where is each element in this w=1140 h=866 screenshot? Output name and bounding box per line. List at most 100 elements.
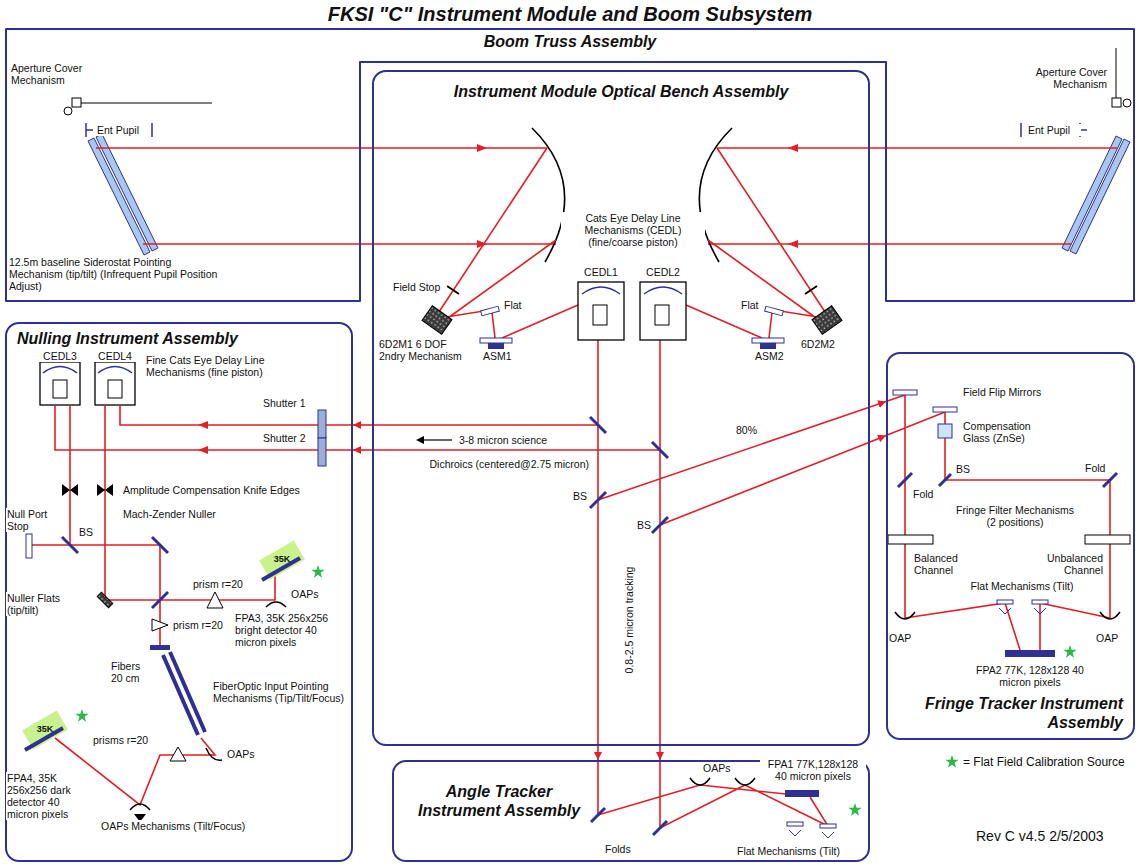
- part-label: Fold: [912, 488, 940, 500]
- nulling-optics: [318, 410, 326, 438]
- module-optics: [655, 305, 669, 325]
- fringe-optics: [1005, 650, 1055, 657]
- assembly-box: Instrument Module Optical Bench Assembly: [372, 70, 870, 746]
- boom-optics: [1112, 98, 1121, 107]
- nulling-optics: [97, 592, 113, 608]
- assembly-title: Fringe Tracker Instrument Assembly: [903, 694, 1123, 732]
- boom-optics: [96, 134, 158, 251]
- part-label: CEDL2: [640, 266, 686, 278]
- part-label: FPA4, 35K 256x256 dark detector 40 micro…: [6, 772, 82, 820]
- part-label: CEDL1: [578, 266, 624, 278]
- nulling-optics: [108, 380, 122, 398]
- part-label: 6D2M1 6 DOF 2ndry Mechanism: [378, 338, 468, 362]
- part-label: Shutter 1: [262, 397, 316, 409]
- part-label: 6D2M2: [800, 338, 842, 350]
- nulling-optics: [318, 438, 326, 466]
- part-label: OAP: [1095, 632, 1125, 644]
- nulling-optics: [262, 558, 300, 580]
- nulling-optics: [75, 709, 88, 722]
- nulling-optics: [198, 421, 208, 454]
- beam-connector: [870, 402, 886, 408]
- fringe-optics: [1085, 535, 1130, 544]
- fringe-optics: [886, 390, 1130, 658]
- part-label: Flat: [740, 299, 764, 311]
- part-label: 35K: [30, 724, 60, 734]
- boom-optics: [72, 98, 81, 107]
- legend-text: = Flat Field Calibration Source: [963, 755, 1125, 769]
- fringe-optics: [898, 473, 1117, 487]
- boom-optics: [64, 48, 1131, 255]
- angle-optics: [787, 822, 803, 826]
- nulling-optics: [22, 710, 68, 749]
- module-optics: [447, 286, 817, 294]
- boom-optics: [96, 148, 1117, 244]
- part-label: Folds: [604, 843, 638, 855]
- part-label: 0.8-2.5 micron tracking: [623, 566, 635, 675]
- part-label: OAPs: [226, 748, 258, 760]
- part-label: BS: [78, 526, 94, 538]
- part-label: 80%: [735, 424, 761, 436]
- diagram-title: FKSI "C" Instrument Module and Boom Subs…: [0, 3, 1140, 26]
- part-label: Aperture Cover Mechanism: [1028, 66, 1108, 90]
- part-label: OAPs: [290, 588, 320, 600]
- truss-outline: [5, 28, 1135, 302]
- truss-outline: [6, 29, 1134, 301]
- boom-optics: [86, 123, 152, 137]
- part-label: Aperture Cover Mechanism: [10, 62, 100, 86]
- nulling-optics: [150, 645, 170, 650]
- assembly-box: Angle Tracker Instrument Assembly: [392, 760, 870, 862]
- fringe-optics: [938, 424, 952, 438]
- angle-optics: [789, 830, 834, 838]
- nulling-optics: [25, 728, 63, 750]
- nulling-optics: [43, 367, 132, 374]
- module-optics: [420, 439, 452, 440]
- connector-group: [353, 402, 886, 761]
- angle-optics: [591, 760, 862, 838]
- part-label: Dichroics (centered@2.75 micron): [420, 458, 590, 470]
- part-label: 12.5m baseline Siderostat Pointing Mecha…: [8, 256, 223, 292]
- part-label: Nuller Flats (tip/tilt): [6, 592, 91, 616]
- part-label: Fibers 20 cm: [110, 660, 155, 684]
- part-label: Amplitude Compensation Knife Edges: [122, 484, 327, 496]
- nulling-optics: [53, 380, 67, 398]
- fringe-optics: [997, 600, 1013, 604]
- assembly-title: Instrument Module Optical Bench Assembly: [374, 82, 868, 101]
- nulling-optics: [32, 405, 353, 805]
- legend-swatch: [944, 754, 960, 770]
- fringe-optics: [893, 390, 917, 395]
- boom-optics: [88, 138, 150, 255]
- boom-optics: [477, 144, 798, 248]
- fringe-optics: [933, 407, 957, 412]
- module-optics: [532, 128, 732, 262]
- part-label: Flat: [503, 299, 527, 311]
- assembly-title: Angle Tracker Instrument Assembly: [414, 782, 584, 820]
- part-label: FPA2 77K, 128x128 40 micron pixels: [960, 664, 1100, 688]
- fringe-optics: [895, 612, 1120, 619]
- part-label: BS: [955, 463, 973, 475]
- angle-optics: [591, 808, 667, 835]
- nulling-optics: [62, 484, 113, 496]
- nulling-optics: [130, 602, 286, 810]
- module-optics: [590, 417, 668, 533]
- nulling-optics: [26, 534, 32, 558]
- part-label: prism r=20: [172, 619, 232, 631]
- module-optics: [488, 343, 504, 349]
- assembly-title: Boom Truss Assembly: [5, 32, 1135, 51]
- angle-optics: [820, 824, 836, 828]
- nulling-optics: [152, 592, 223, 761]
- fringe-optics: [888, 535, 933, 544]
- part-label: Fold: [1084, 462, 1112, 474]
- part-label: Null Port Stop: [6, 508, 61, 532]
- part-label: Cats Eye Delay Line Mechanisms (CEDL) (f…: [561, 212, 705, 248]
- legend-swatch: [945, 755, 958, 768]
- boom-optics: [1123, 99, 1131, 107]
- part-label: 3-8 micron science: [458, 434, 558, 446]
- beam-connector: [353, 449, 372, 451]
- beam-connector: [353, 424, 372, 426]
- part-label: FPA1 77K,128x128 40 micron pixels: [760, 758, 866, 782]
- assembly-box: Boom Truss Assembly: [5, 28, 1135, 302]
- part-label: Fringe Filter Mechanisms (2 positions): [950, 504, 1080, 528]
